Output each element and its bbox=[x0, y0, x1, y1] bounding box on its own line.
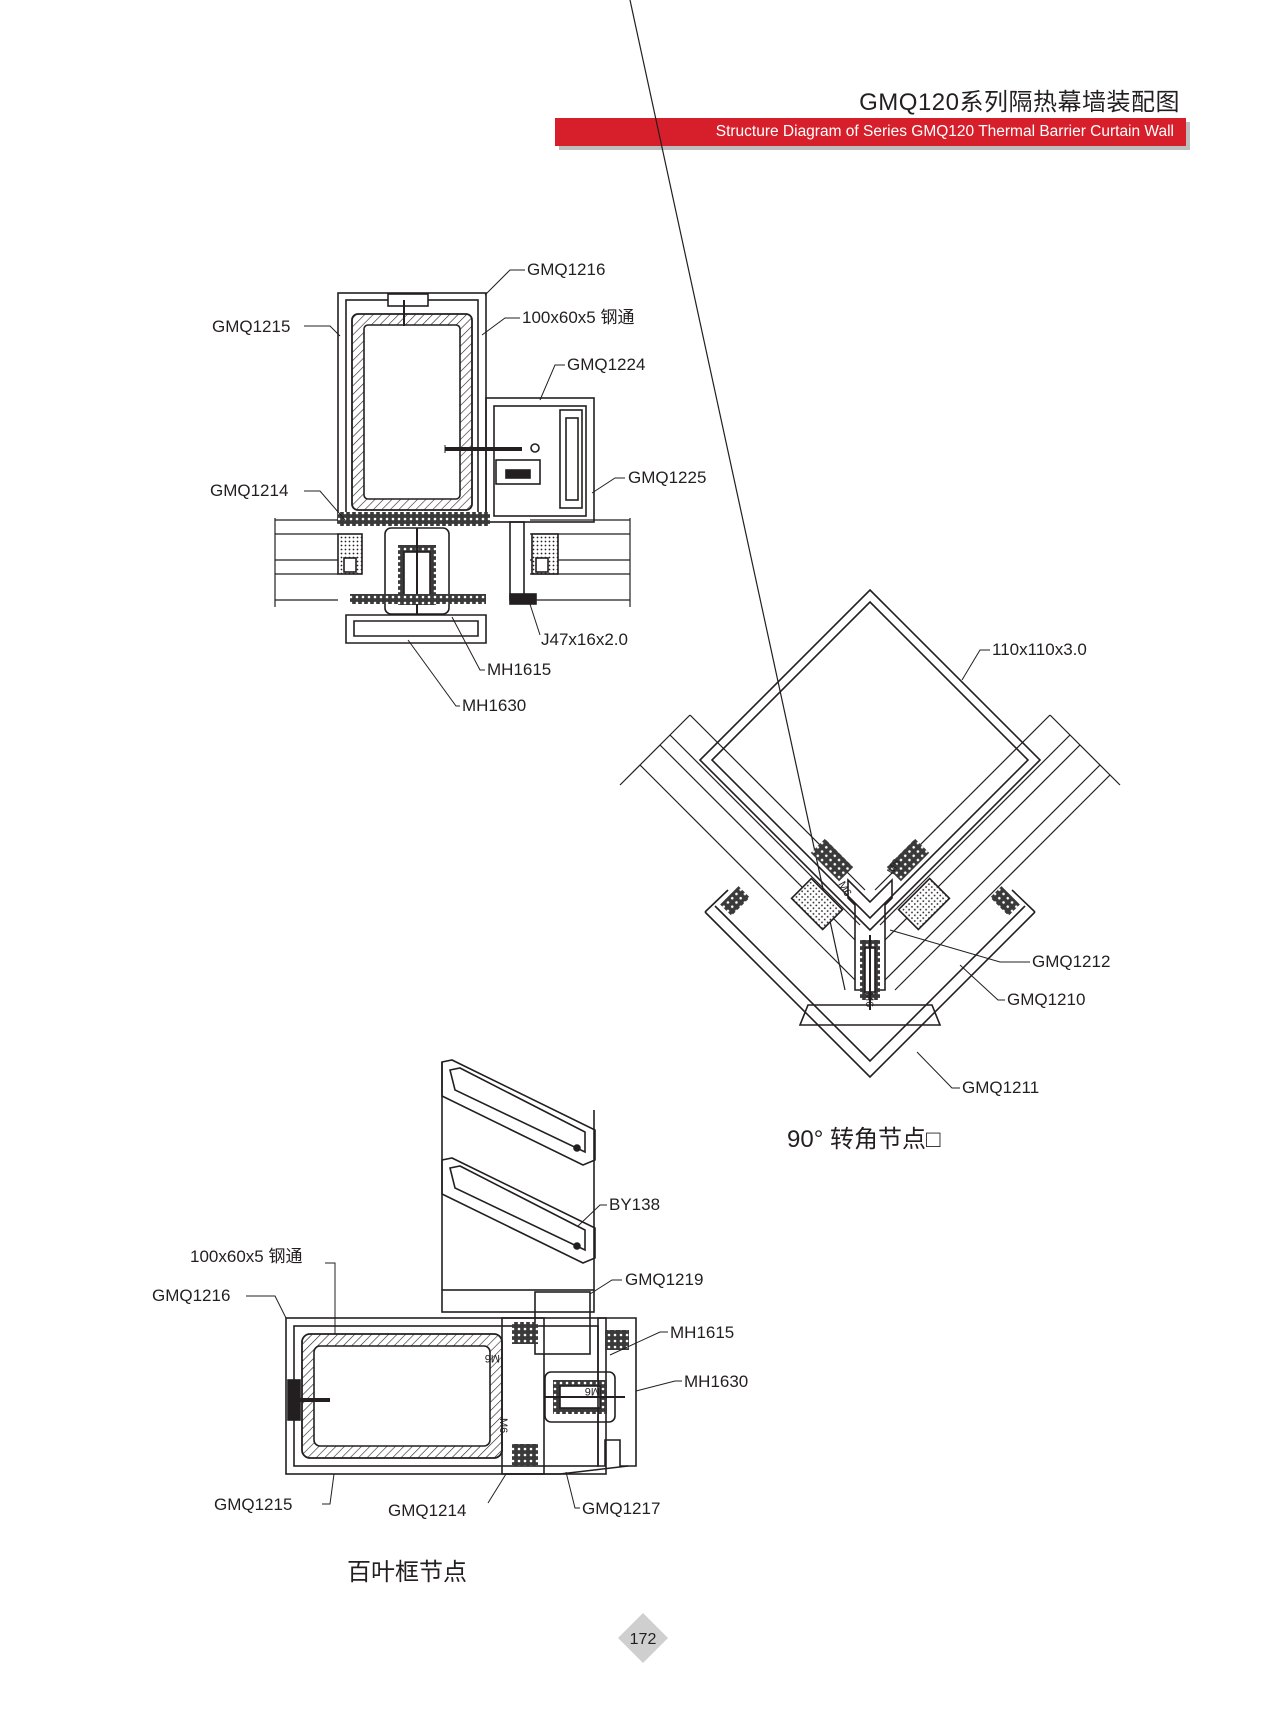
label-tube: 110x110x3.0 bbox=[992, 640, 1087, 659]
label-gmq1219: GMQ1219 bbox=[625, 1270, 703, 1289]
node3-leaders bbox=[246, 1204, 682, 1509]
node1-labels: GMQ1216 100x60x5 钢通 GMQ1215 GMQ1224 GMQ1… bbox=[210, 260, 706, 715]
label-j47: J47x16x2.0 bbox=[541, 630, 628, 649]
label-m6: M6 bbox=[497, 1418, 509, 1433]
label-mh1630: MH1630 bbox=[462, 696, 526, 715]
label-gmq1216: GMQ1216 bbox=[152, 1286, 230, 1305]
label-m6: M6 bbox=[585, 1385, 600, 1397]
label-gmq1214: GMQ1214 bbox=[210, 481, 288, 500]
node2-caption: 90° 转角节点□ bbox=[787, 1126, 941, 1153]
label-gmq1217: GMQ1217 bbox=[582, 1499, 660, 1518]
label-m6: M6 bbox=[863, 992, 875, 1007]
label-m6: M6 bbox=[485, 1352, 500, 1364]
label-gmq1216: GMQ1216 bbox=[527, 260, 605, 279]
node2-labels: 110x110x3.0 GMQ1212 GMQ1210 GMQ1211 bbox=[962, 640, 1110, 1097]
label-gmq1215: GMQ1215 bbox=[214, 1495, 292, 1514]
page-title: GMQ120系列隔热幕墙装配图 bbox=[859, 89, 1180, 116]
label-steel-tube: 100x60x5 钢通 bbox=[522, 308, 634, 327]
label-gmq1214: GMQ1214 bbox=[388, 1501, 466, 1520]
label-by138: BY138 bbox=[609, 1195, 660, 1214]
page-number-badge: 172 bbox=[617, 1612, 669, 1664]
label-gmq1225: GMQ1225 bbox=[628, 468, 706, 487]
node3-m6-tags: M6 M6 M6 bbox=[485, 1352, 600, 1433]
node3-labels: BY138 100x60x5 钢通 GMQ1216 GMQ1219 MH1615… bbox=[152, 1195, 748, 1520]
node1-section-drawing bbox=[274, 292, 631, 644]
label-gmq1212: GMQ1212 bbox=[1032, 952, 1110, 971]
node3-caption: 百叶框节点 bbox=[347, 1559, 467, 1586]
label-gmq1215: GMQ1215 bbox=[212, 317, 290, 336]
label-gmq1210: GMQ1210 bbox=[1007, 990, 1085, 1009]
node1-leaders bbox=[304, 269, 625, 707]
label-mh1615: MH1615 bbox=[670, 1323, 734, 1342]
page-subtitle: Structure Diagram of Series GMQ120 Therm… bbox=[715, 123, 1174, 140]
label-steel-tube: 100x60x5 钢通 bbox=[190, 1247, 302, 1266]
label-mh1630: MH1630 bbox=[684, 1372, 748, 1391]
node2-corner-drawing bbox=[619, 0, 1121, 1079]
node2-leaders bbox=[889, 649, 1030, 1089]
node3-louver-drawing bbox=[285, 1059, 637, 1475]
page-number: 172 bbox=[630, 1631, 657, 1648]
label-gmq1224: GMQ1224 bbox=[567, 355, 645, 374]
label-gmq1211: GMQ1211 bbox=[962, 1078, 1039, 1097]
label-mh1615: MH1615 bbox=[487, 660, 551, 679]
